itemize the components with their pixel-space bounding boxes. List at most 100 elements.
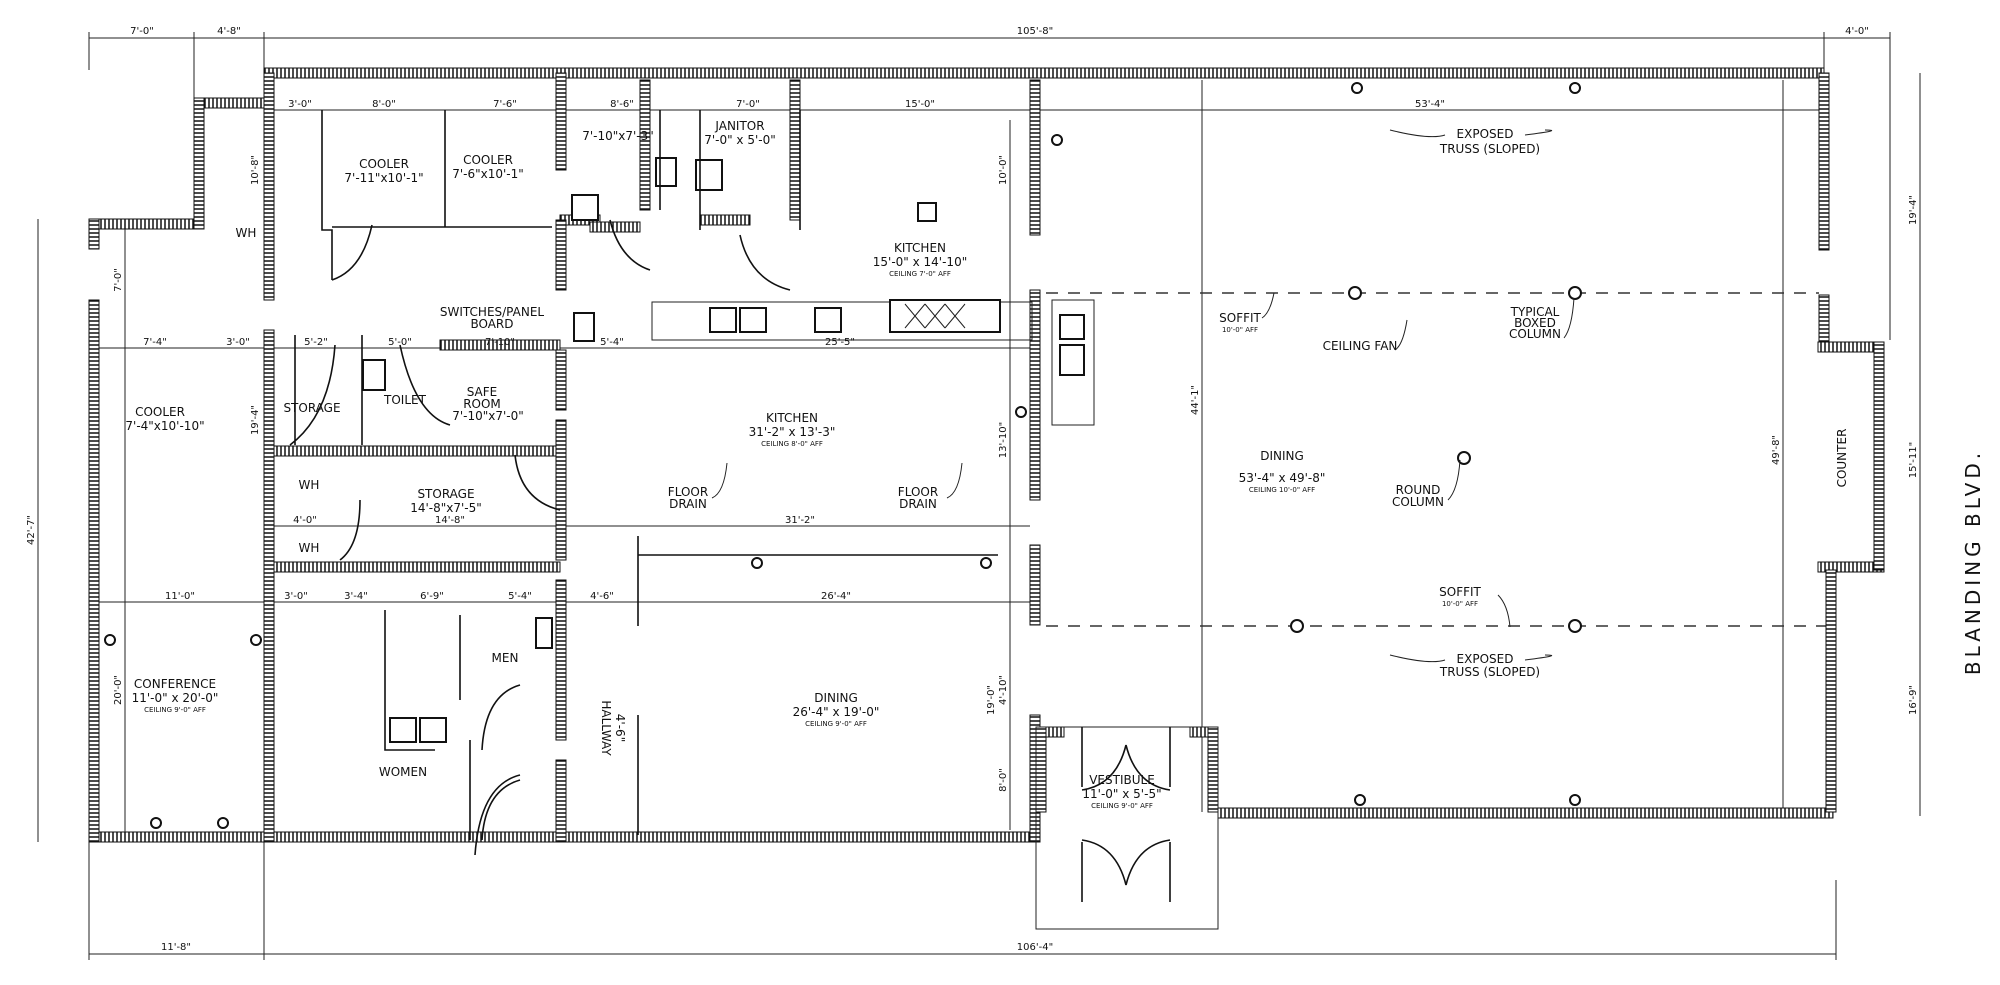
dim-v-7: 8'-0" <box>998 768 1009 792</box>
dim-r2-6: 25'-5" <box>825 337 855 348</box>
wall-segment <box>269 445 561 457</box>
dim-top-0: 7'-0" <box>130 26 154 37</box>
wall-segment <box>263 329 275 843</box>
storage-1-label: STORAGE <box>283 401 340 415</box>
wh-label-1: WH <box>236 226 257 240</box>
wall-segment <box>1029 79 1041 236</box>
exposed-truss-top: EXPOSED <box>1457 127 1514 141</box>
cooler-2-label: COOLER <box>463 153 513 167</box>
dim-r3-0: 4'-0" <box>293 515 317 526</box>
dim-r1-0: 3'-0" <box>288 99 312 110</box>
dim-top-2: 105'-8" <box>1017 26 1053 37</box>
wall-segment <box>555 72 567 171</box>
wall-segment <box>555 219 567 291</box>
kitchen-1-ceiling: CEILING 7'-0" AFF <box>889 270 951 278</box>
wall-segment <box>1035 726 1047 813</box>
street-name: BLANDING BLVD. <box>1961 449 1985 675</box>
dim-r4-0: 11'-0" <box>165 591 195 602</box>
small-room-size: 7'-10"x7'-3" <box>582 129 654 143</box>
wall-segment <box>1825 569 1837 813</box>
soffit-1: SOFFIT <box>1219 311 1261 325</box>
hallway-label: HALLWAY <box>599 700 613 756</box>
wall-segment <box>1207 726 1219 813</box>
dim-v-13: 20'-0" <box>113 675 124 705</box>
kitchen-counter <box>362 157 1095 743</box>
floor-drain-1: FLOOR <box>668 485 708 499</box>
dim-v-11: 15'-11" <box>1908 442 1919 478</box>
boxed-column-l1: TYPICAL <box>1510 305 1560 319</box>
storage-2-label: STORAGE <box>417 487 474 501</box>
interior-partitions <box>289 110 998 856</box>
toilet-label: TOILET <box>383 393 427 407</box>
dim-v-3: 10'-0" <box>998 155 1009 185</box>
note-arrows <box>711 129 1575 663</box>
wall-segment <box>88 299 100 843</box>
vestibule-ceiling: CEILING 9'-0" AFF <box>1091 802 1153 810</box>
dining-main-ceiling: CEILING 10'-0" AFF <box>1249 486 1315 494</box>
wall-segment <box>263 72 275 301</box>
dim-r1-3: 8'-6" <box>610 99 634 110</box>
dim-r2-4: 7'-10" <box>485 337 515 348</box>
vestibule-outline <box>1035 726 1219 930</box>
wall-segment <box>555 759 567 843</box>
dim-r2-3: 5'-0" <box>388 337 412 348</box>
dim-bottom-0: 11'-8" <box>161 942 191 953</box>
conference-ceiling: CEILING 9'-0" AFF <box>144 706 206 714</box>
dim-v-8: 44'-1" <box>1190 385 1201 415</box>
dim-r1-5: 15'-0" <box>905 99 935 110</box>
round-column-l2: COLUMN <box>1392 495 1444 509</box>
cooler-3-size: 7'-4"x10'-10" <box>125 419 204 433</box>
dining-main-size: 53'-4" x 49'-8" <box>1239 471 1326 485</box>
cooler-2-size: 7'-6"x10'-1" <box>452 167 524 181</box>
dim-top-1: 4'-8" <box>217 26 241 37</box>
cooler-1-size: 7'-11"x10'-1" <box>344 171 423 185</box>
wall-segment <box>1818 294 1830 343</box>
dim-r4-6: 26'-4" <box>821 591 851 602</box>
kitchen-1-label: KITCHEN <box>894 241 946 255</box>
dim-top-3: 4'-0" <box>1845 26 1869 37</box>
ceiling-fan-note: CEILING FAN <box>1323 339 1398 353</box>
janitor-label: JANITOR <box>714 119 764 133</box>
boxed-column-l2: BOXED <box>1514 316 1556 330</box>
wall-segment <box>269 561 561 573</box>
wall-segment <box>1217 807 1834 819</box>
dim-r4-2: 3'-4" <box>344 591 368 602</box>
wall-segment <box>589 221 641 233</box>
wall-segment <box>1029 544 1041 626</box>
dim-v-1: 10'-8" <box>250 155 261 185</box>
kitchen-2-ceiling: CEILING 8'-0" AFF <box>761 440 823 448</box>
dim-r4-5: 4'-6" <box>590 591 614 602</box>
wall-segment <box>439 339 561 351</box>
wall-segment <box>1029 289 1041 501</box>
dim-r2-1: 3'-0" <box>226 337 250 348</box>
dim-r3-2: 31'-2" <box>785 515 815 526</box>
exposed-truss-bottom: EXPOSED <box>1457 652 1514 666</box>
exposed-truss-top-l2: TRUSS (SLOPED) <box>1439 142 1540 156</box>
wall-segment <box>639 79 651 211</box>
dim-r1-6: 53'-4" <box>1415 99 1445 110</box>
soffit-2-height: 10'-0" AFF <box>1442 600 1478 608</box>
room-labels: COOLER 7'-11"x10'-1" COOLER 7'-6"x10'-1"… <box>125 119 1985 810</box>
dim-r1-4: 7'-0" <box>736 99 760 110</box>
soffit-2: SOFFIT <box>1439 585 1481 599</box>
dimension-lines <box>37 32 1921 960</box>
vestibule-label: VESTIBULE <box>1089 773 1155 787</box>
wall-segment <box>699 214 751 226</box>
dimension-labels: 7'-0" 4'-8" 105'-8" 4'-0" 3'-0" 8'-0" 7'… <box>26 26 1919 953</box>
hallway-size: 4'-6" <box>613 714 627 742</box>
dim-r2-0: 7'-4" <box>143 337 167 348</box>
dim-r1-2: 7'-6" <box>493 99 517 110</box>
dining-main-label: DINING <box>1260 449 1304 463</box>
wall-segment <box>88 218 203 230</box>
dim-v-12: 16'-9" <box>1908 685 1919 715</box>
wh-label-3: WH <box>299 541 320 555</box>
floor-drain-2: FLOOR <box>898 485 938 499</box>
dim-r2-5: 5'-4" <box>600 337 624 348</box>
safe-room-size: 7'-10"x7'-0" <box>452 409 524 423</box>
vestibule-size: 11'-0" x 5'-5" <box>1082 787 1161 801</box>
floor-drain-2-l2: DRAIN <box>899 497 937 511</box>
annotation-notes: FLOOR DRAIN FLOOR DRAIN EXPOSED TRUSS (S… <box>668 127 1561 679</box>
dining-2-ceiling: CEILING 9'-0" AFF <box>805 720 867 728</box>
women-label: WOMEN <box>379 765 427 779</box>
dim-r1-1: 8'-0" <box>372 99 396 110</box>
